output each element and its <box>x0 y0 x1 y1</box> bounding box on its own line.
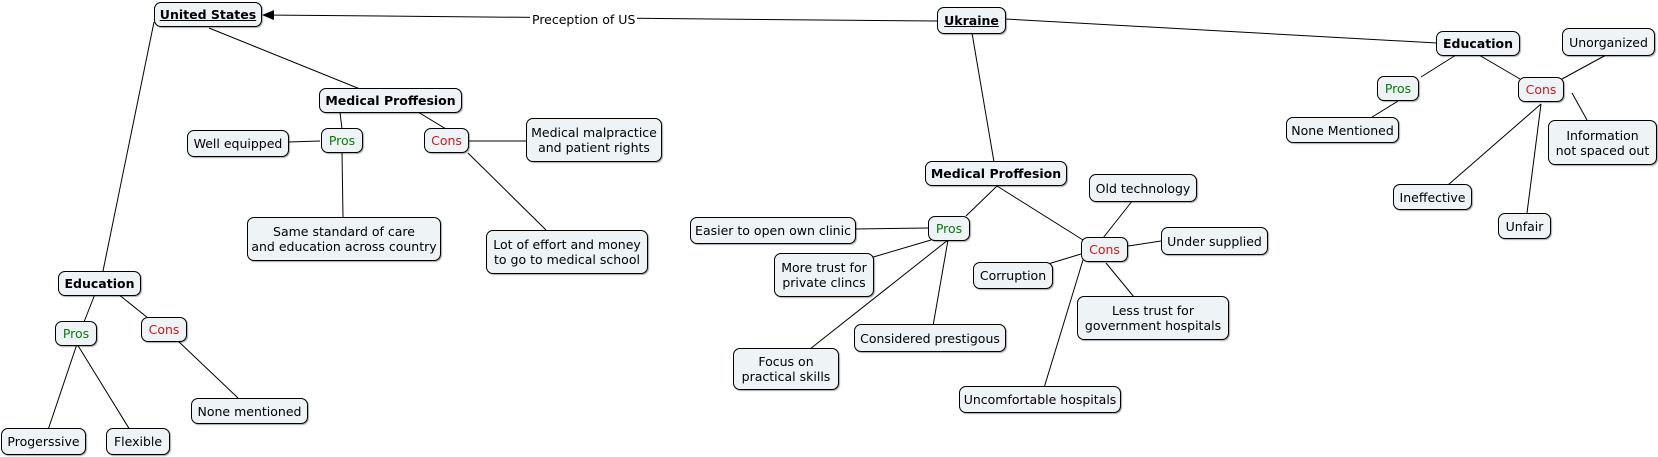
edge <box>1571 92 1588 121</box>
ukraine-old-technology-node[interactable]: Old technology <box>1089 174 1197 202</box>
ukraine-education-pros-node[interactable]: Pros <box>1377 76 1419 101</box>
edge <box>1102 199 1134 239</box>
edge <box>341 151 344 219</box>
ukraine-medical-cons-node[interactable]: Cons <box>1081 237 1128 262</box>
us-flexible-node[interactable]: Flexible <box>106 428 170 455</box>
us-education-pros-node[interactable]: Pros <box>55 321 97 346</box>
edge <box>1478 54 1521 80</box>
ukraine-under-supplied-node[interactable]: Under supplied <box>1161 227 1268 255</box>
us-progressive-node[interactable]: Progerssive <box>1 428 86 455</box>
edge <box>1420 54 1457 78</box>
edge <box>76 343 131 431</box>
ukraine-private-clinics-node[interactable]: More trust for private clincs <box>774 253 874 297</box>
us-medical-profession-node[interactable]: Medical Proffesion <box>319 88 462 113</box>
edge <box>1043 259 1084 389</box>
ukraine-practical-skills-node[interactable]: Focus on practical skills <box>733 348 839 390</box>
us-effort-money-node[interactable]: Lot of effort and money to go to medical… <box>486 230 648 274</box>
edge <box>1526 103 1542 214</box>
us-education-cons-node[interactable]: Cons <box>141 317 187 342</box>
edge <box>339 111 343 130</box>
ukraine-education-node[interactable]: Education <box>1436 31 1520 56</box>
us-education-node[interactable]: Education <box>58 271 141 296</box>
ukraine-none-mentioned-node[interactable]: None Mentioned <box>1286 117 1399 143</box>
edge <box>1105 262 1135 298</box>
edge <box>117 293 149 319</box>
edge <box>176 339 239 399</box>
edge <box>932 239 949 327</box>
edge <box>869 239 932 259</box>
edge <box>417 111 447 130</box>
edge <box>1004 18 1438 44</box>
ukraine-information-node[interactable]: Information not spaced out <box>1548 120 1657 165</box>
us-medical-pros-node[interactable]: Pros <box>321 128 363 153</box>
ukraine-prestigious-node[interactable]: Considered prestigous <box>854 324 1006 352</box>
ukraine-uncomfortable-node[interactable]: Uncomfortable hospitals <box>959 386 1121 413</box>
us-malpractice-node[interactable]: Medical malpractice and patient rights <box>526 118 662 162</box>
edge <box>467 152 547 231</box>
us-well-equipped-node[interactable]: Well equipped <box>187 130 289 157</box>
edge <box>809 239 949 350</box>
united-states-node[interactable]: United States <box>154 2 262 27</box>
edge <box>996 185 1084 241</box>
edge <box>854 227 930 230</box>
edge <box>102 21 155 272</box>
edge <box>208 27 361 90</box>
edge <box>287 140 321 143</box>
us-medical-cons-node[interactable]: Cons <box>424 128 469 153</box>
us-none-mentioned-node[interactable]: None mentioned <box>191 398 308 424</box>
ukraine-open-clinic-node[interactable]: Easier to open own clinic <box>690 217 856 244</box>
edge <box>1447 103 1542 186</box>
ukraine-medical-pros-node[interactable]: Pros <box>928 216 970 241</box>
us-same-standard-node[interactable]: Same standard of care and education acro… <box>247 217 441 261</box>
edge <box>1047 253 1082 265</box>
edge <box>1368 100 1399 120</box>
ukraine-unfair-node[interactable]: Unfair <box>1498 213 1551 239</box>
ukraine-corruption-node[interactable]: Corruption <box>973 262 1053 289</box>
edge <box>971 32 995 163</box>
ukraine-ineffective-node[interactable]: Ineffective <box>1393 184 1472 210</box>
edge <box>965 185 998 217</box>
perception-label: Preception of US <box>530 12 638 27</box>
ukraine-node[interactable]: Ukraine <box>937 7 1006 34</box>
ukraine-less-trust-node[interactable]: Less trust for government hospitals <box>1077 296 1229 340</box>
ukraine-education-cons-node[interactable]: Cons <box>1518 77 1564 102</box>
edge <box>47 343 78 431</box>
ukraine-medical-profession-node[interactable]: Medical Proffesion <box>925 161 1067 186</box>
ukraine-unorganized-node[interactable]: Unorganized <box>1562 28 1655 56</box>
edge <box>1561 54 1607 80</box>
edge <box>1127 240 1162 247</box>
edge <box>83 293 96 323</box>
